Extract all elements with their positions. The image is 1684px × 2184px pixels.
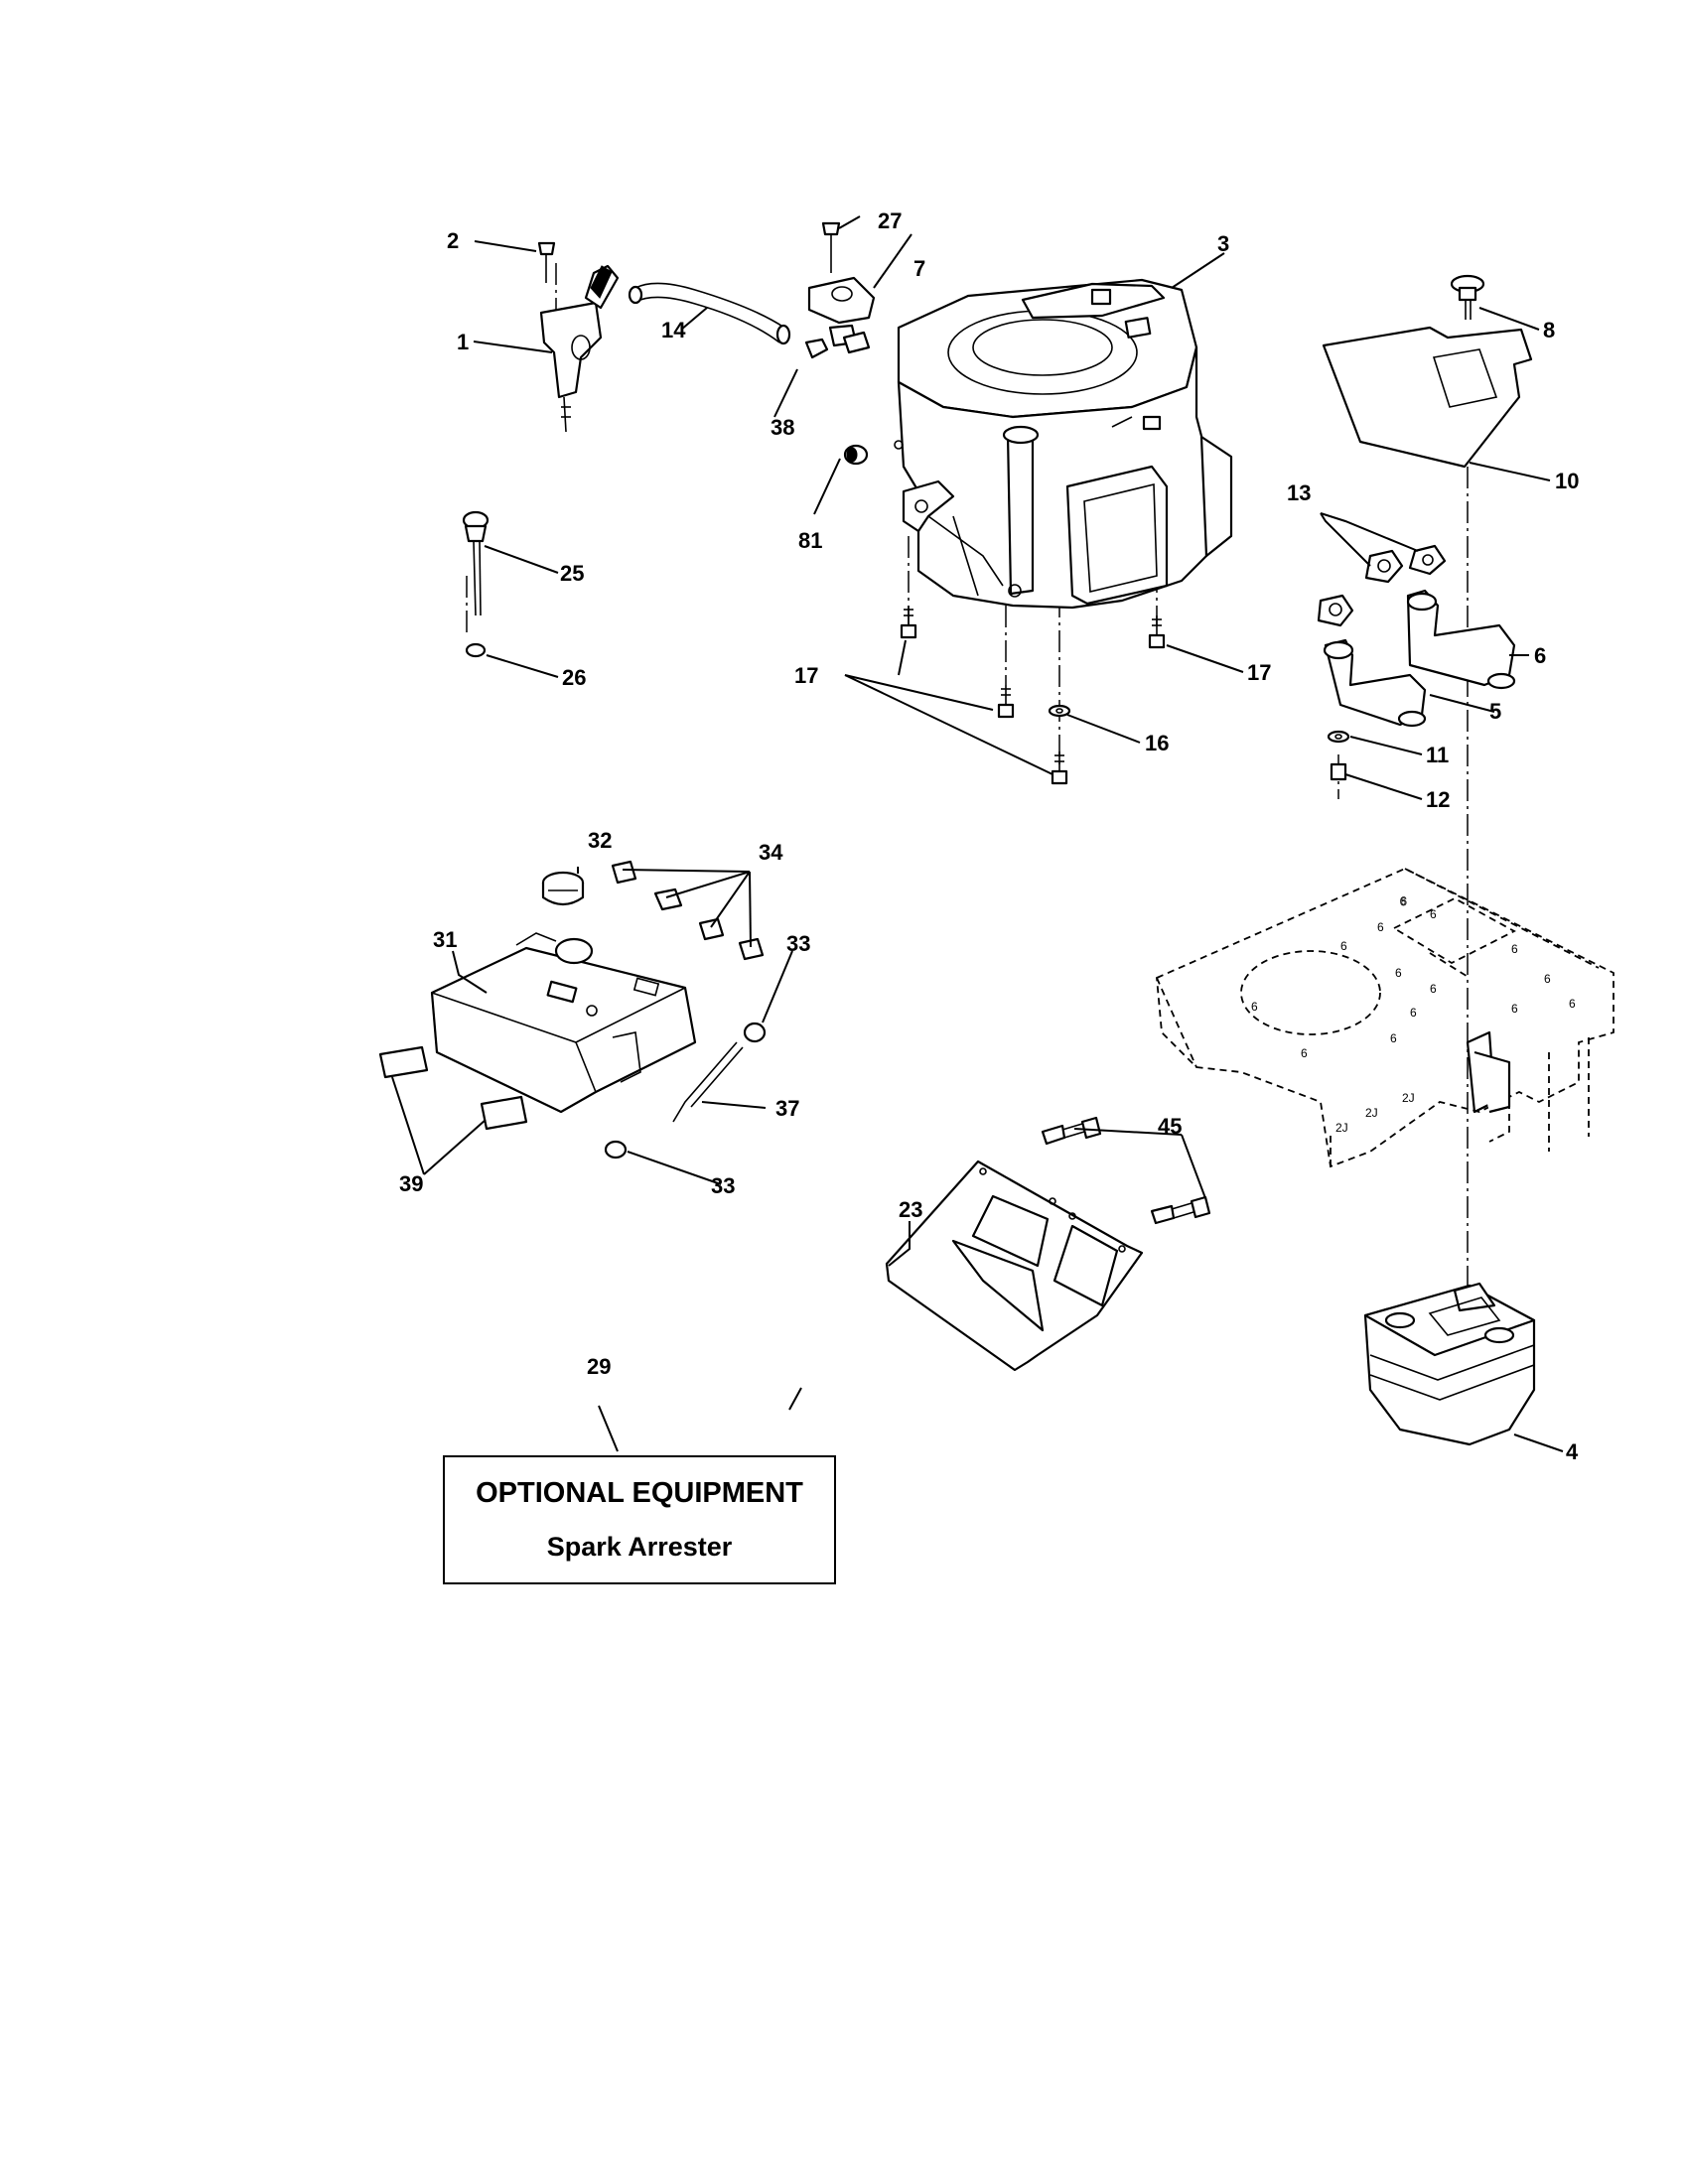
exhaust-pipes	[1317, 544, 1516, 781]
callout-8: 8	[1543, 318, 1555, 342]
throttle-control-bracket	[537, 241, 620, 433]
leader-lines	[391, 215, 1564, 1452]
muffler	[1363, 1282, 1536, 1446]
svg-text:6: 6	[1251, 1000, 1258, 1014]
callout-34: 34	[759, 840, 783, 865]
svg-text:6: 6	[1395, 966, 1402, 980]
callout-14: 14	[661, 318, 686, 342]
callout-32: 32	[588, 828, 612, 853]
tractor-frame: 6 6 6 6 6 6 6 6 6 6 6 6 6 6 2J 2J 2J	[1156, 868, 1614, 1168]
callout-37: 37	[775, 1096, 799, 1121]
callout-38: 38	[771, 415, 794, 440]
svg-text:6: 6	[1410, 1006, 1417, 1020]
callout-labels: 1 2 3 4 5 6 7 8 10 11 12 13 14 16 17 17 …	[399, 208, 1579, 1464]
svg-text:6: 6	[1511, 1002, 1518, 1016]
optional-equipment-title: OPTIONAL EQUIPMENT	[476, 1477, 803, 1509]
bolt-12	[1330, 762, 1347, 781]
callout-27: 27	[878, 208, 902, 233]
svg-text:6: 6	[1340, 939, 1347, 953]
bolt-17-c	[1051, 751, 1068, 785]
svg-text:6: 6	[1544, 972, 1551, 986]
svg-text:6: 6	[1400, 894, 1407, 908]
svg-text:6: 6	[1430, 907, 1437, 921]
svg-text:6: 6	[1569, 997, 1576, 1011]
svg-text:6: 6	[1430, 982, 1437, 996]
callout-17-right: 17	[1247, 660, 1271, 685]
spark-arrester-label: Spark Arrester	[546, 1532, 733, 1562]
callout-13: 13	[1287, 480, 1311, 505]
callout-26: 26	[562, 665, 586, 690]
callout-1: 1	[457, 330, 469, 354]
gasket-13-a	[1364, 549, 1404, 584]
svg-text:6: 6	[1301, 1046, 1308, 1060]
exhaust-pipe-5	[1323, 638, 1427, 728]
heat-plate	[885, 1116, 1211, 1372]
callout-33-top: 33	[786, 931, 810, 956]
callout-10: 10	[1555, 469, 1579, 493]
svg-text:2J: 2J	[1365, 1106, 1378, 1120]
callout-4: 4	[1566, 1439, 1579, 1464]
svg-text:6: 6	[1390, 1031, 1397, 1045]
gasket-13-c	[1317, 594, 1354, 627]
fuel-line-hose	[628, 282, 791, 345]
callout-5: 5	[1489, 699, 1501, 724]
bolt-17-a	[900, 606, 917, 639]
frame-holes: 6 6 6 6 6 6 6 6 6 6 6 6 6 6 2J 2J 2J	[1251, 894, 1576, 1135]
engine-assembly	[843, 278, 1233, 610]
dipstick-parts	[462, 510, 490, 658]
callout-29: 29	[587, 1354, 611, 1379]
exhaust-pipe-6	[1406, 589, 1516, 690]
callout-12: 12	[1426, 787, 1450, 812]
bolt-17-d	[1148, 615, 1166, 649]
svg-text:2J: 2J	[1335, 1121, 1348, 1135]
callout-7: 7	[913, 256, 925, 281]
battery-box-parts	[378, 860, 767, 1160]
callout-2: 2	[447, 228, 459, 253]
callout-45: 45	[1158, 1114, 1182, 1139]
callout-25: 25	[560, 561, 584, 586]
washer-16	[1048, 704, 1071, 718]
callout-81: 81	[798, 528, 822, 553]
callout-39: 39	[399, 1171, 423, 1196]
callout-33-bottom: 33	[711, 1173, 735, 1198]
svg-text:6: 6	[1377, 920, 1384, 934]
callout-11: 11	[1426, 743, 1449, 767]
callout-6: 6	[1534, 643, 1546, 668]
heat-shield	[1322, 274, 1533, 469]
svg-text:2J: 2J	[1402, 1091, 1415, 1105]
svg-text:6: 6	[1511, 942, 1518, 956]
callout-23: 23	[899, 1197, 922, 1222]
optional-equipment-box: OPTIONAL EQUIPMENT Spark Arrester	[443, 1455, 836, 1584]
callout-3: 3	[1217, 231, 1229, 256]
fuel-fitting-parts	[804, 221, 876, 359]
callout-31: 31	[433, 927, 457, 952]
washer-11	[1327, 730, 1350, 744]
engine-mount-bolts	[900, 606, 1166, 785]
gasket-13-b	[1408, 544, 1447, 576]
bolt-17-b	[997, 685, 1015, 719]
callout-17-left: 17	[794, 663, 818, 688]
callout-16: 16	[1145, 731, 1169, 755]
